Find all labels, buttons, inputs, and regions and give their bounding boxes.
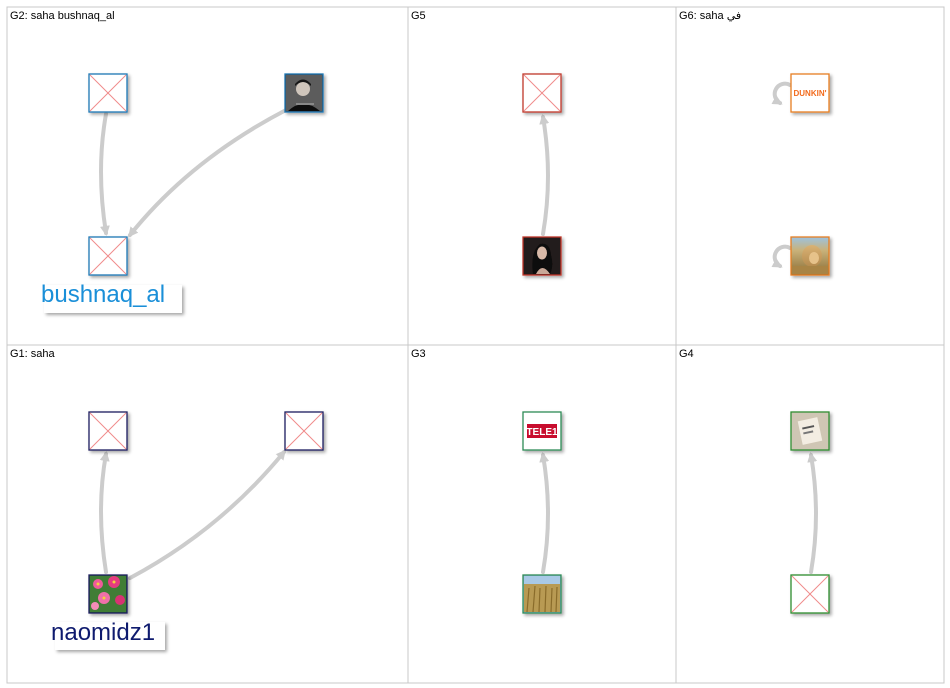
edge-g2-left <box>99 112 110 236</box>
node-naomidz1-flowers[interactable] <box>88 574 128 614</box>
node-g6-photo-lion[interactable] <box>790 236 830 276</box>
tele1-logo-text: TELE1 <box>526 427 558 438</box>
node-g1-top-right[interactable] <box>284 411 324 451</box>
panel-title-g2: G2: saha bushnaq_al <box>10 10 115 22</box>
edge-g5 <box>539 114 550 236</box>
edge-g1-left <box>99 451 110 574</box>
vertex-label-bushnaq: bushnaq_al <box>41 281 165 308</box>
label-naomidz1: naomidz1 <box>51 619 165 650</box>
node-g4-bottom[interactable] <box>790 574 830 614</box>
node-g2-photo-man[interactable] <box>284 73 324 113</box>
group-panel-g6: G6: saha في DUNKIN' <box>675 6 945 346</box>
node-g6-dunkin-logo[interactable]: DUNKIN' <box>790 73 830 113</box>
group-panel-g3: G3 TELE1 <box>407 344 677 684</box>
node-g3-tele1-logo[interactable]: TELE1 <box>522 411 562 451</box>
panel-title-g6: G6: saha في <box>679 10 741 22</box>
node-g5-top[interactable] <box>522 73 562 113</box>
group-panel-g5: G5 <box>407 6 677 346</box>
panel-g5-border <box>407 6 677 346</box>
panel-g6-border <box>675 6 945 346</box>
panel-g3-border <box>407 344 677 684</box>
panel-title-g4: G4 <box>679 348 694 360</box>
node-bushnaq-al[interactable] <box>88 236 128 276</box>
vertex-label-naomidz1: naomidz1 <box>51 619 155 646</box>
panel-title-g1: G1: saha <box>10 348 56 360</box>
edge-g4 <box>807 452 818 574</box>
group-panel-g2: G2: saha bushnaq_al bushnaq_al <box>6 6 409 346</box>
self-loop-g6-top <box>771 81 792 105</box>
dunkin-logo-text: DUNKIN' <box>793 89 826 98</box>
node-g2-top-left[interactable] <box>88 73 128 113</box>
node-g1-top-left[interactable] <box>88 411 128 451</box>
self-loop-g6-bottom <box>771 244 792 268</box>
edge-g1-right <box>128 449 286 580</box>
panel-title-g3: G3 <box>411 348 426 360</box>
group-panel-g4: G4 <box>675 344 945 684</box>
edge-g3 <box>539 452 550 574</box>
panel-title-g5: G5 <box>411 10 426 22</box>
node-g5-photo-woman[interactable] <box>522 236 562 276</box>
node-g4-photo-book[interactable] <box>790 411 830 451</box>
panel-g4-border <box>675 344 945 684</box>
edge-g2-right <box>128 108 288 238</box>
label-bushnaq-al: bushnaq_al <box>41 281 182 313</box>
node-g3-photo-wheat[interactable] <box>522 574 562 614</box>
group-panel-g1: G1: saha naomidz1 <box>6 344 409 684</box>
